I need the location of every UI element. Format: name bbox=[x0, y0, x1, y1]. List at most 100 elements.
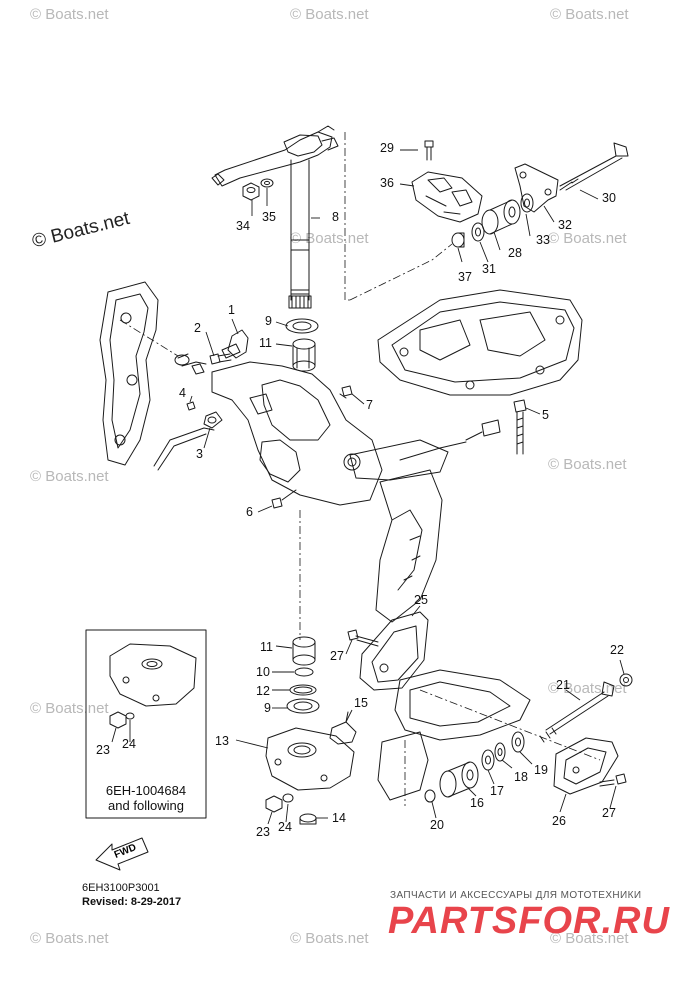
watermark: © Boats.net bbox=[290, 930, 369, 947]
part-label-2[interactable]: 2 bbox=[194, 321, 201, 335]
cover-25 bbox=[359, 611, 429, 691]
plate-32 bbox=[514, 163, 559, 213]
inset-serial-range: 6EH-1004684 and following bbox=[88, 783, 204, 813]
part-label-14[interactable]: 14 bbox=[332, 811, 346, 825]
inset-line1: 6EH-1004684 bbox=[105, 783, 187, 798]
part-label-20[interactable]: 20 bbox=[430, 818, 444, 832]
part-label-24[interactable]: 24 bbox=[278, 820, 292, 834]
watermark: © Boats.net bbox=[290, 230, 369, 247]
watermark: © Boats.net bbox=[30, 468, 109, 485]
watermark: © Boats.net bbox=[550, 6, 629, 23]
bolt-27-lower bbox=[599, 773, 627, 787]
part-label-34[interactable]: 34 bbox=[236, 219, 250, 233]
part-label-23[interactable]: 23 bbox=[96, 743, 110, 757]
alignment-lines bbox=[119, 132, 601, 806]
bolt-30 bbox=[559, 142, 629, 191]
part-label-11[interactable]: 11 bbox=[259, 336, 272, 350]
clamp-bracket-left bbox=[99, 281, 159, 466]
fitting-15 bbox=[329, 711, 357, 745]
part-label-24[interactable]: 24 bbox=[122, 737, 136, 751]
part-label-11[interactable]: 11 bbox=[260, 640, 273, 654]
washer-17 bbox=[481, 749, 495, 771]
screw-6 bbox=[271, 489, 297, 509]
bushing-11-lower bbox=[292, 636, 316, 666]
part-label-3[interactable]: 3 bbox=[196, 447, 203, 461]
o-ring-12 bbox=[289, 684, 317, 696]
rubber-mount-28 bbox=[481, 199, 521, 235]
wire-lead bbox=[153, 353, 215, 471]
part-label-16[interactable]: 16 bbox=[470, 796, 484, 810]
part-label-30[interactable]: 30 bbox=[602, 191, 616, 205]
part-label-25[interactable]: 25 bbox=[414, 593, 428, 607]
part-label-9[interactable]: 9 bbox=[264, 701, 271, 715]
bushing-11-upper bbox=[292, 338, 316, 372]
clip-14 bbox=[299, 813, 317, 825]
part-label-5[interactable]: 5 bbox=[542, 408, 549, 422]
watermark: © Boats.net bbox=[548, 230, 627, 247]
part-label-36[interactable]: 36 bbox=[380, 176, 394, 190]
part-label-32[interactable]: 32 bbox=[558, 218, 572, 232]
watermark: © Boats.net bbox=[30, 930, 109, 947]
leader-lines bbox=[111, 149, 625, 825]
inset-line2: and following bbox=[108, 798, 184, 813]
part-label-7[interactable]: 7 bbox=[366, 398, 373, 412]
steering-shaft-8 bbox=[288, 159, 312, 309]
part-label-6[interactable]: 6 bbox=[246, 505, 253, 519]
part-label-22[interactable]: 22 bbox=[610, 643, 624, 657]
part-label-9[interactable]: 9 bbox=[265, 314, 272, 328]
part-label-28[interactable]: 28 bbox=[508, 246, 522, 260]
engine-mount-plate bbox=[377, 289, 583, 396]
steering-arm bbox=[211, 125, 339, 187]
washer-33 bbox=[520, 193, 534, 213]
watermark: © Boats.net bbox=[548, 680, 627, 697]
grease-nipple-7 bbox=[339, 385, 353, 399]
lower-mount-housing-13 bbox=[265, 727, 355, 791]
nut-34 bbox=[242, 182, 260, 201]
bracket-1 bbox=[221, 329, 249, 359]
inset-frame bbox=[85, 629, 207, 819]
bolt-29 bbox=[424, 140, 434, 161]
watermark: © Boats.net bbox=[550, 930, 629, 947]
part-label-27[interactable]: 27 bbox=[602, 806, 616, 820]
part-label-27[interactable]: 27 bbox=[330, 649, 344, 663]
washer-19 bbox=[511, 731, 525, 753]
part-label-35[interactable]: 35 bbox=[262, 210, 276, 224]
part-label-13[interactable]: 13 bbox=[215, 734, 229, 748]
watermark: © Boats.net bbox=[548, 456, 627, 473]
part-label-31[interactable]: 31 bbox=[482, 262, 496, 276]
part-label-37[interactable]: 37 bbox=[458, 270, 472, 284]
part-label-26[interactable]: 26 bbox=[552, 814, 566, 828]
cover-26 bbox=[553, 737, 619, 795]
part-label-12[interactable]: 12 bbox=[256, 684, 270, 698]
fwd-arrow-icon bbox=[95, 837, 149, 871]
washer-9-lower bbox=[286, 698, 320, 714]
part-label-15[interactable]: 15 bbox=[354, 696, 368, 710]
part-label-19[interactable]: 19 bbox=[534, 763, 548, 777]
bolt-21 bbox=[539, 681, 615, 743]
connector bbox=[399, 419, 501, 461]
part-label-18[interactable]: 18 bbox=[514, 770, 528, 784]
diagram-code: 6EH3100P3001 bbox=[82, 882, 160, 894]
shop-tagline: ЗАПЧАСТИ И АКСЕССУАРЫ ДЛЯ МОТОТЕХНИКИ bbox=[390, 890, 642, 901]
shop-brand-logo: PARTSFOR.RU bbox=[388, 900, 670, 942]
part-label-21[interactable]: 21 bbox=[556, 678, 570, 692]
washer-9-upper bbox=[285, 318, 319, 334]
part-label-4[interactable]: 4 bbox=[179, 386, 186, 400]
lower-bracket bbox=[377, 669, 531, 801]
washer-24-lower bbox=[282, 793, 294, 803]
watermark: © Boats.net bbox=[30, 700, 109, 717]
washer-18 bbox=[494, 742, 506, 762]
watermark: © Boats.net bbox=[290, 6, 369, 23]
part-label-1[interactable]: 1 bbox=[228, 303, 235, 317]
part-label-33[interactable]: 33 bbox=[536, 233, 550, 247]
part-label-29[interactable]: 29 bbox=[380, 141, 394, 155]
part-label-10[interactable]: 10 bbox=[256, 665, 270, 679]
part-label-8[interactable]: 8 bbox=[332, 210, 339, 224]
inset-drawing bbox=[109, 643, 197, 729]
bolt-5 bbox=[513, 399, 527, 455]
revision-date: Revised: 8-29-2017 bbox=[82, 896, 182, 908]
part-label-23[interactable]: 23 bbox=[256, 825, 270, 839]
part-label-17[interactable]: 17 bbox=[490, 784, 504, 798]
nut-22 bbox=[619, 673, 633, 687]
bolt-27-upper bbox=[347, 629, 379, 647]
